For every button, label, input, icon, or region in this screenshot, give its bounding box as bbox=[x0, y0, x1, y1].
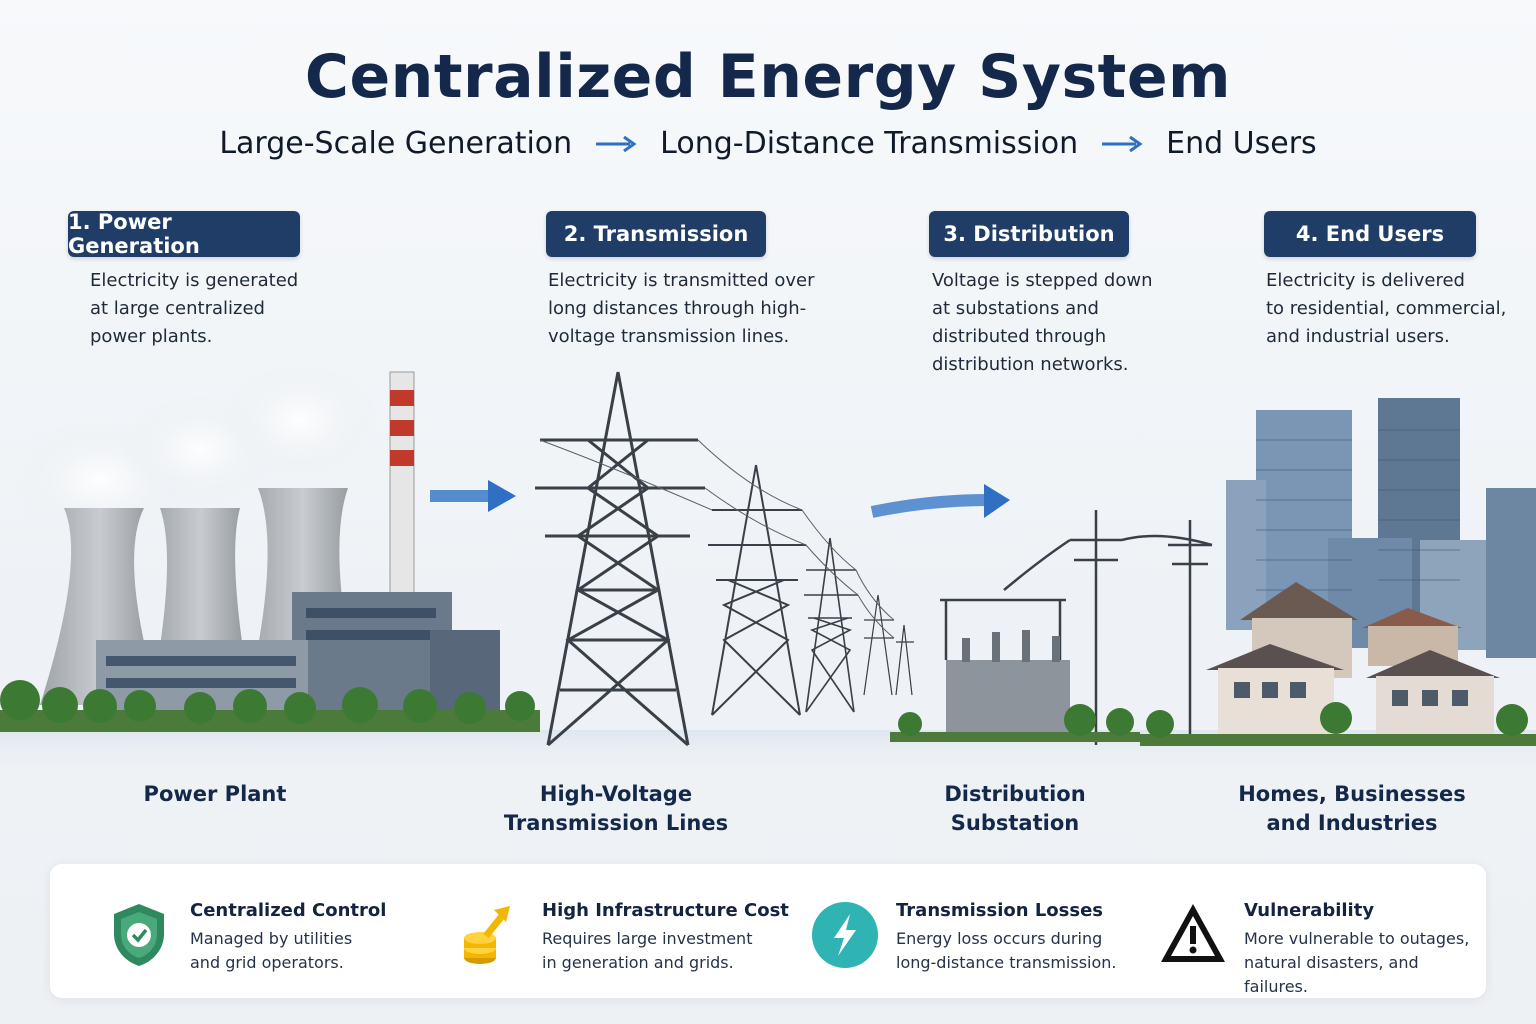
power-lines bbox=[539, 439, 895, 639]
step-desc-end-users: Electricity is delivered to residential,… bbox=[1266, 270, 1507, 347]
pylon-large bbox=[535, 371, 705, 747]
tree-row bbox=[0, 680, 535, 724]
pylon-medium bbox=[708, 464, 806, 716]
feature-vulnerability: Vulnerability More vulnerable to outages… bbox=[1158, 900, 1486, 999]
features-panel: Centralized Control Managed by utilities… bbox=[50, 864, 1486, 998]
step-tag-end-users: 4. End Users bbox=[1264, 211, 1476, 257]
city-end-users bbox=[1140, 398, 1536, 746]
step-tag-distribution: 3. Distribution bbox=[929, 211, 1129, 257]
power-plant-group bbox=[0, 360, 540, 732]
page-title: Centralized Energy System bbox=[304, 42, 1232, 112]
steam-cloud bbox=[220, 360, 380, 480]
pylon-far bbox=[863, 594, 914, 696]
warning-icon bbox=[1161, 904, 1225, 962]
shield-check-icon bbox=[114, 904, 164, 966]
pylon-small bbox=[804, 537, 858, 713]
flow-step-transmission: Long-Distance Transmission bbox=[660, 126, 1079, 161]
skyscraper bbox=[1486, 488, 1536, 658]
caption-power-plant: Power Plant bbox=[143, 782, 287, 806]
transformer bbox=[946, 660, 1070, 732]
flow-arrow-icon bbox=[870, 484, 1010, 518]
flow-arrow-icon bbox=[430, 480, 516, 512]
caption-transmission-lines: High-Voltage Transmission Lines bbox=[503, 782, 729, 835]
flow-step-generation: Large-Scale Generation bbox=[219, 126, 573, 161]
step-desc-transmission: Electricity is transmitted over long dis… bbox=[548, 270, 815, 347]
skyscraper bbox=[1226, 480, 1266, 630]
step-tag-transmission: 2. Transmission bbox=[546, 211, 766, 257]
distribution-substation bbox=[890, 510, 1213, 745]
transmission-pylons bbox=[535, 371, 914, 747]
house bbox=[1366, 650, 1500, 734]
step-desc-distribution: Voltage is stepped down at substations a… bbox=[932, 270, 1153, 375]
caption-end-users: Homes, Businesses and Industries bbox=[1238, 782, 1466, 835]
lightning-icon bbox=[812, 902, 878, 968]
arrow-right-icon bbox=[1102, 135, 1143, 152]
flow-step-end-users: End Users bbox=[1166, 126, 1317, 161]
step-tag-generation: 1. Power Generation bbox=[68, 210, 300, 258]
feature-infrastructure-cost: High Infrastructure Cost Requires large … bbox=[456, 900, 789, 975]
house bbox=[1206, 644, 1344, 734]
coins-arrow-icon bbox=[464, 906, 510, 964]
step-desc-generation: Electricity is generated at large centra… bbox=[90, 270, 299, 347]
caption-substation: Distribution Substation bbox=[944, 782, 1086, 835]
flow-header: Large-Scale Generation Long-Distance Tra… bbox=[0, 126, 1536, 161]
energy-scene-illustration bbox=[0, 360, 1536, 780]
arrow-right-icon bbox=[596, 135, 637, 152]
feature-transmission-losses: Transmission Losses Energy loss occurs d… bbox=[810, 900, 1116, 975]
feature-centralized-control: Centralized Control Managed by utilities… bbox=[104, 900, 386, 975]
